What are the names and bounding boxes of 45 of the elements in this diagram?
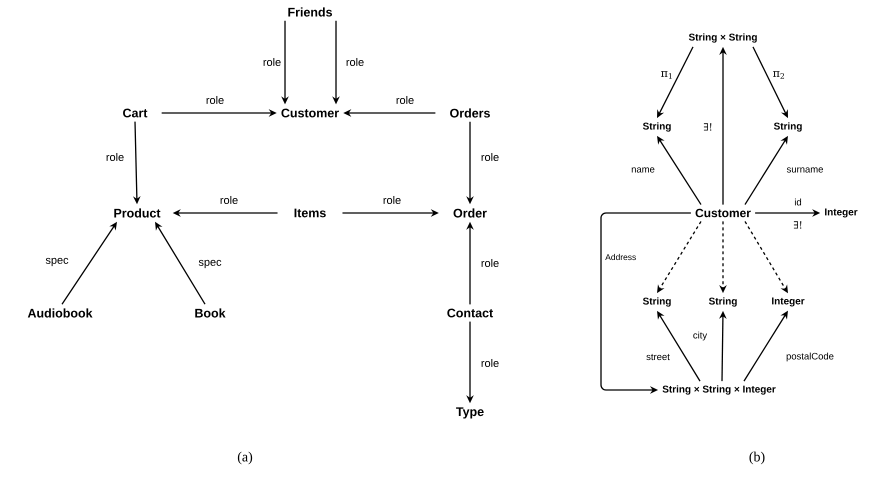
object-label: Integer	[772, 298, 804, 306]
object-label: Friends	[288, 7, 332, 17]
object-label: Items	[294, 208, 326, 218]
edge-label: role	[346, 58, 364, 66]
edge-label: name	[632, 167, 654, 173]
edge-label: city	[693, 332, 708, 340]
object-label: String × String × Integer	[662, 385, 776, 395]
object-label: Book	[195, 308, 226, 318]
edge-label: role	[482, 152, 499, 162]
edge-label: role	[482, 358, 499, 368]
edge-label: id	[794, 198, 802, 206]
object-label: Type	[456, 407, 484, 419]
object-label: Product	[114, 208, 160, 218]
edge-label: role	[482, 258, 499, 268]
edge-label: role	[206, 96, 224, 104]
object-label: Contact	[447, 308, 494, 318]
object-label: Customer	[696, 208, 751, 218]
edge-label: spec	[46, 258, 68, 266]
edge-label: Address	[605, 254, 636, 260]
edge-label: role	[106, 152, 124, 162]
object-label: Orders	[450, 108, 490, 118]
edge-label: postalCode	[786, 352, 834, 362]
quantifier-label: ∃!	[794, 221, 802, 229]
object-label: String	[774, 122, 802, 132]
edge-label: spec	[198, 260, 222, 268]
object-label: String	[642, 297, 671, 307]
object-label: Order	[454, 208, 487, 218]
panel-caption: (b)	[749, 452, 765, 464]
edge-label: role	[396, 96, 414, 104]
edge-label: role	[220, 196, 238, 204]
edge-label: ∃!	[704, 123, 712, 131]
object-label: Cart	[123, 108, 148, 118]
edge-label: π$_{2}$	[773, 71, 784, 79]
panel-caption: (a)	[238, 452, 252, 464]
object-label: Audiobook	[28, 308, 93, 318]
edge-label: π$_{1}$	[661, 71, 672, 79]
object-label: String × String	[688, 33, 757, 43]
object-label: String	[642, 122, 671, 132]
object-label: Customer	[281, 108, 339, 118]
object-label: Integer	[825, 208, 858, 218]
edge-label: street	[646, 354, 670, 360]
edge-label: role	[384, 196, 401, 204]
edge-label: role	[264, 58, 281, 66]
edge-label: surname	[786, 167, 823, 173]
object-label: String	[708, 297, 737, 307]
